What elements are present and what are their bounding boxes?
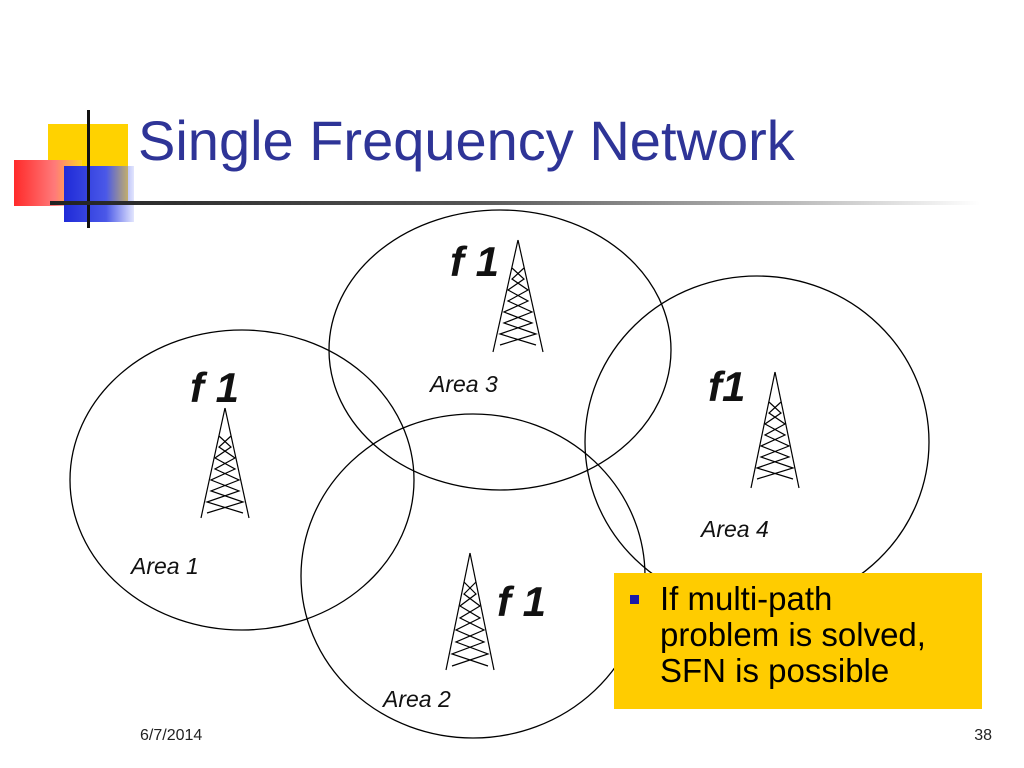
area2-label: Area 2 xyxy=(381,686,451,712)
note-line-1: If multi-path xyxy=(660,580,833,617)
area1-tower-icon xyxy=(200,407,250,519)
area1-frequency: f 1 xyxy=(190,364,239,411)
footer-date: 6/7/2014 xyxy=(140,727,203,744)
area1-label: Area 1 xyxy=(129,553,199,579)
area3-frequency: f 1 xyxy=(450,238,499,285)
area4-tower-icon xyxy=(750,371,800,489)
area2-tower-icon xyxy=(445,552,495,671)
decor-vertical-line xyxy=(87,110,90,228)
area1-cell xyxy=(69,329,415,631)
area3-label: Area 3 xyxy=(428,371,498,397)
area4-cell xyxy=(584,275,930,609)
area4-label: Area 4 xyxy=(699,516,769,542)
area3-tower-icon xyxy=(492,239,544,353)
note-line-3: SFN is possible xyxy=(660,652,890,689)
decor-blue-square xyxy=(64,166,134,222)
area2-cell xyxy=(300,413,646,739)
sfn-note-box: If multi-path problem is solved, SFN is … xyxy=(614,573,982,709)
slide-title: Single Frequency Network xyxy=(138,109,795,172)
note-line-2: problem is solved, xyxy=(660,616,926,653)
page-number: 38 xyxy=(974,727,992,744)
area4-frequency: f1 xyxy=(708,363,745,410)
area2-frequency: f 1 xyxy=(497,578,546,625)
area3-cell xyxy=(328,209,672,491)
bullet-square-icon xyxy=(630,595,639,604)
title-underline xyxy=(50,201,980,205)
